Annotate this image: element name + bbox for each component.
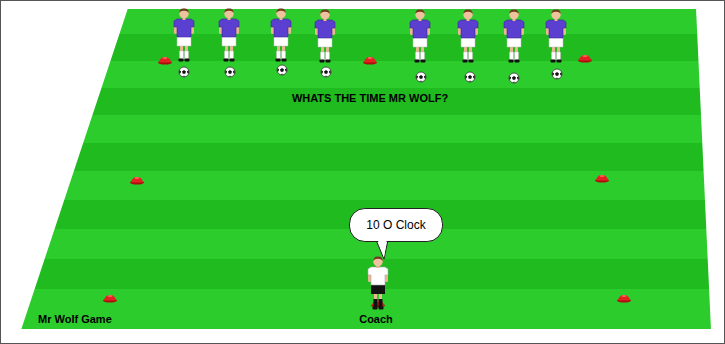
soccer-ball — [321, 67, 331, 77]
soccer-ball — [465, 72, 475, 82]
player-figure — [174, 8, 194, 61]
coach-figure — [368, 256, 388, 309]
player-figure — [410, 9, 430, 62]
cones — [103, 55, 631, 308]
pitch-stripes — [0, 8, 725, 330]
soccer-ball — [416, 72, 426, 82]
player-figure — [219, 8, 239, 61]
drill-name: Mr Wolf Game — [38, 313, 112, 326]
player-figure — [315, 9, 335, 62]
speech-bubble: 10 O Clock — [349, 208, 443, 242]
soccer-ball — [225, 67, 235, 77]
soccer-ball — [179, 67, 189, 77]
player-figure — [504, 9, 524, 62]
players — [174, 8, 566, 62]
cone — [363, 57, 377, 65]
soccer-ball — [552, 69, 562, 79]
bubble-text: 10 O Clock — [366, 218, 425, 232]
bubble-joint — [377, 238, 387, 258]
cone — [578, 55, 592, 63]
cone — [617, 295, 631, 303]
player-figure — [271, 8, 291, 61]
cone — [103, 295, 117, 303]
balls — [179, 65, 562, 83]
coach-label: Coach — [359, 313, 393, 326]
player-figure — [458, 9, 478, 62]
cone — [371, 300, 385, 308]
soccer-ball — [277, 65, 287, 75]
bubble-body — [350, 209, 443, 242]
cone — [595, 175, 609, 183]
cone — [158, 57, 172, 65]
cone — [130, 177, 144, 185]
pitch-boundary — [20, 8, 712, 330]
player-figure — [546, 9, 566, 62]
drill-title: WHATS THE TIME MR WOLF? — [292, 92, 448, 105]
soccer-ball — [509, 73, 519, 83]
